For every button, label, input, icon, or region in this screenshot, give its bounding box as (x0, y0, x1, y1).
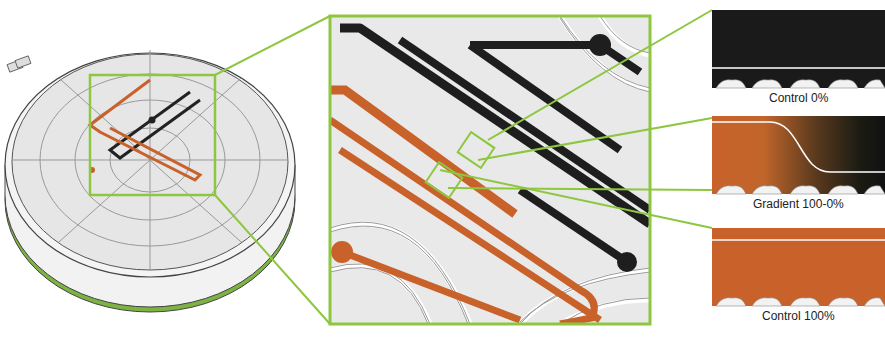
panel-control-0 (712, 10, 885, 88)
panel-caption: Control 100% (762, 309, 835, 323)
panel-caption: Gradient 100-0% (753, 197, 844, 211)
panel-gradient (712, 116, 885, 194)
leader-lines (440, 10, 712, 228)
panel-caption: Control 0% (769, 91, 828, 105)
device-illustration (5, 16, 330, 324)
panel-control-100 (712, 228, 885, 306)
zoom-view (330, 16, 650, 324)
